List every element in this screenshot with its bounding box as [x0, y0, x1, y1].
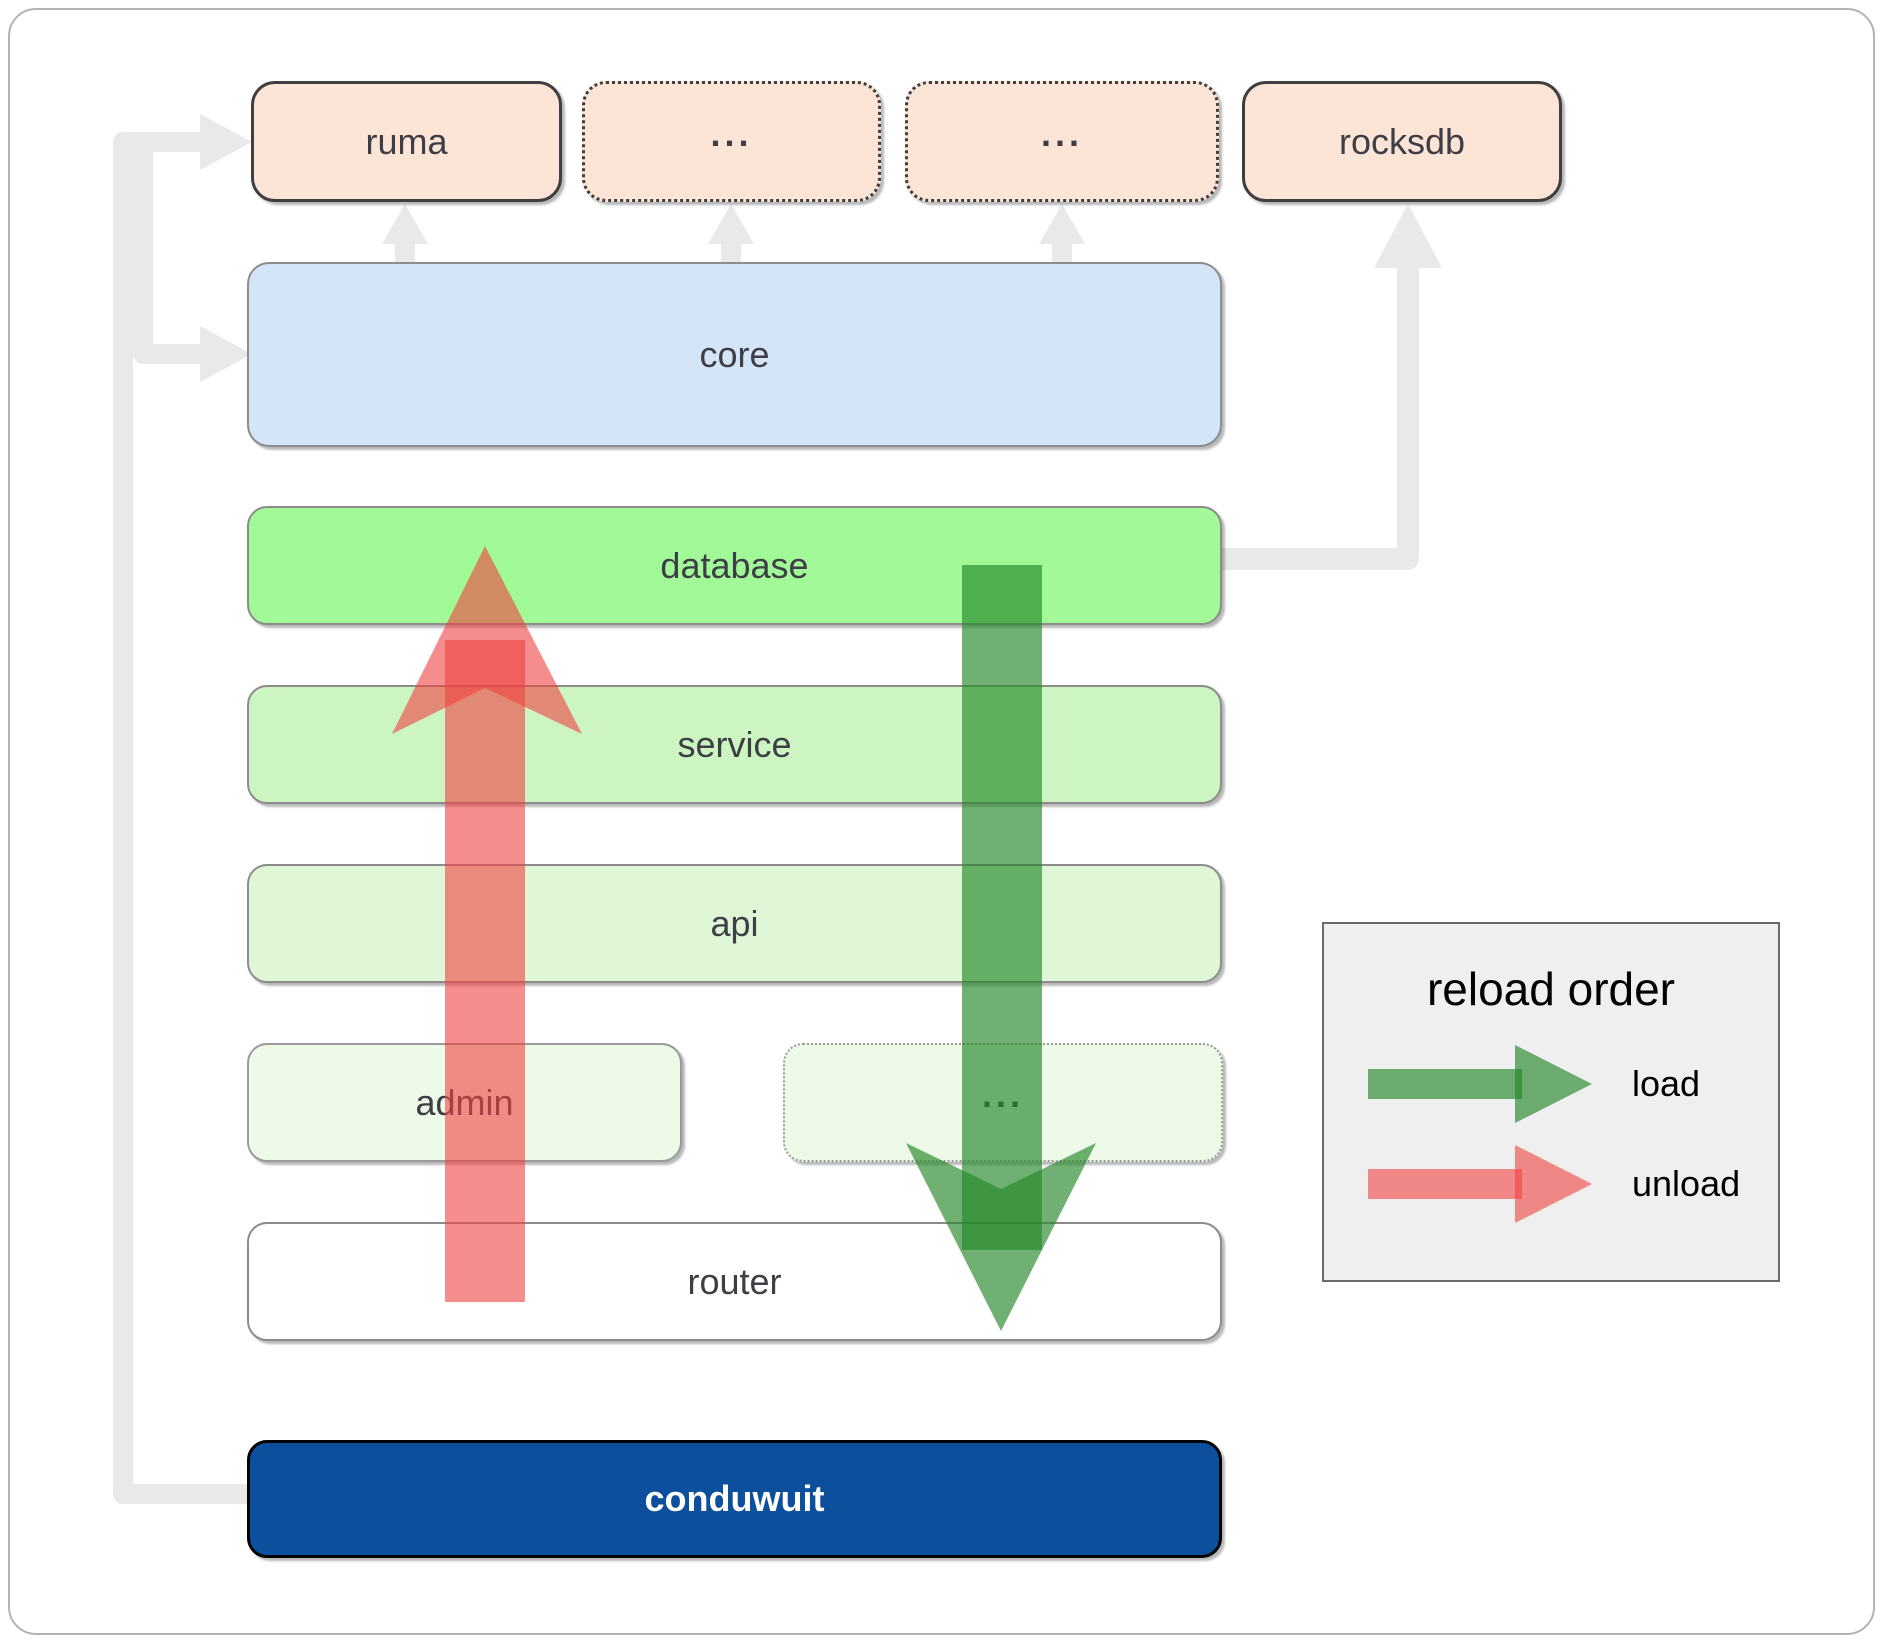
box-ruma-label: ruma [365, 120, 448, 162]
box-service-label: service [677, 723, 792, 765]
outer-frame [8, 8, 1875, 1635]
legend-row-load: load [1360, 1039, 1700, 1129]
box-ellipsis-top-1: ... [582, 81, 881, 202]
box-database: database [247, 506, 1222, 625]
box-api: api [247, 864, 1222, 983]
legend-panel: reload order load unload [1322, 922, 1780, 1282]
box-core-label: core [699, 333, 770, 375]
legend-row-unload: unload [1360, 1139, 1740, 1229]
box-admin-label: admin [415, 1081, 514, 1123]
box-ellipsis-top-2: ... [905, 81, 1219, 202]
box-rocksdb: rocksdb [1242, 81, 1562, 202]
box-ellipsis-top-1-label: ... [710, 112, 753, 154]
box-api-label: api [710, 902, 759, 944]
box-rocksdb-label: rocksdb [1338, 120, 1466, 162]
box-ellipsis-admin-label: ... [981, 1073, 1024, 1115]
box-conduwuit-label: conduwuit [644, 1478, 825, 1519]
legend-load-label: load [1632, 1063, 1701, 1104]
box-conduwuit: conduwuit [247, 1440, 1222, 1558]
box-admin: admin [247, 1043, 682, 1162]
box-ellipsis-top-2-label: ... [1040, 112, 1083, 154]
legend-title: reload order [1426, 963, 1676, 1015]
box-router-label: router [687, 1260, 782, 1302]
box-ellipsis-admin: ... [783, 1043, 1223, 1162]
box-service: service [247, 685, 1222, 804]
legend-unload-label: unload [1632, 1163, 1741, 1204]
legend-unload-arrow-icon [1368, 1145, 1592, 1223]
legend-load-arrow-icon [1368, 1045, 1592, 1123]
box-database-label: database [660, 544, 809, 586]
box-router: router [247, 1222, 1222, 1341]
box-core: core [247, 262, 1222, 447]
box-ruma: ruma [251, 81, 562, 202]
